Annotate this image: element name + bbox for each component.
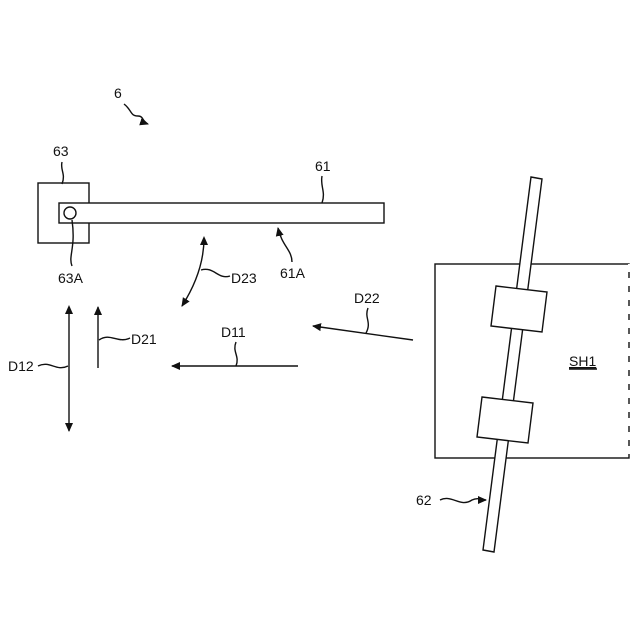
label-arm-side: 61A: [280, 265, 306, 281]
label-shaft: 62: [416, 492, 432, 508]
arrow-d23: [182, 238, 204, 306]
leader-arm: [322, 176, 324, 203]
leader-pivot-block: [62, 162, 64, 184]
label-pivot-pin: 63A: [58, 270, 84, 286]
leader-d21: [99, 337, 130, 340]
label-d11: D11: [221, 324, 246, 340]
leader-d23: [201, 269, 230, 276]
leader-shaft: [440, 498, 486, 502]
label-assembly: 6: [114, 85, 122, 101]
label-d12: D12: [8, 358, 34, 374]
leader-assembly: [124, 104, 148, 124]
label-d21: D21: [131, 331, 157, 347]
roller-upper: [491, 286, 547, 332]
label-pivot-block: 63: [53, 143, 69, 159]
leader-d12: [38, 364, 68, 367]
label-sheet: SH1: [569, 353, 596, 369]
leader-d22: [366, 308, 368, 333]
label-d22: D22: [354, 290, 380, 306]
pivot-pin-circle: [64, 207, 76, 219]
arrow-d22: [313, 326, 413, 340]
label-arm: 61: [315, 158, 331, 174]
leader-arm-side: [278, 228, 292, 262]
roller-lower: [477, 397, 533, 443]
label-d23: D23: [231, 270, 257, 286]
leader-d11: [235, 342, 237, 366]
arm-bar: [59, 203, 384, 223]
